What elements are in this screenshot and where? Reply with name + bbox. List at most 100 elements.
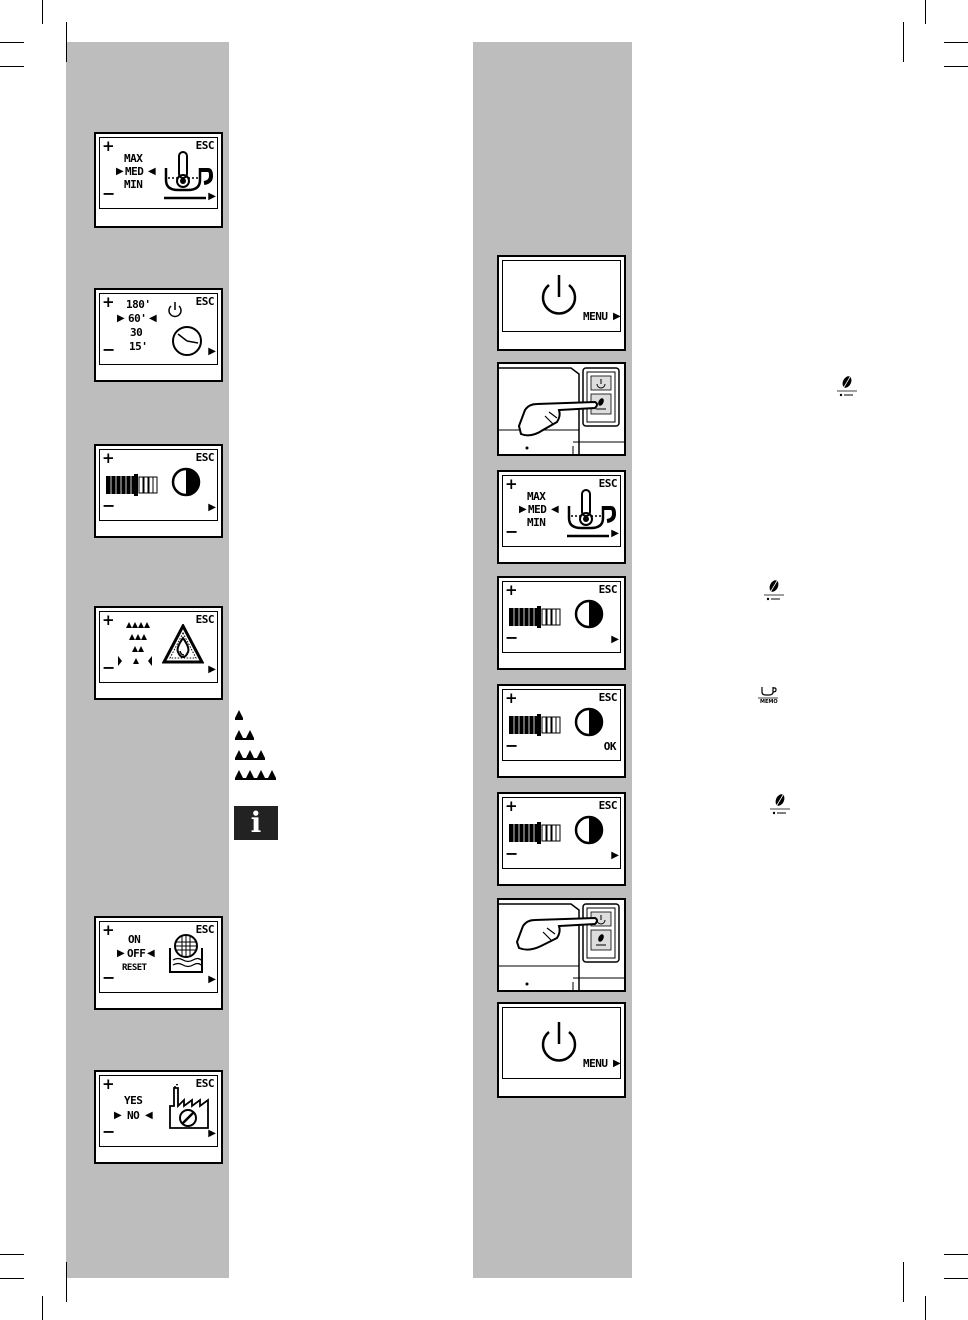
contrast-icon <box>574 707 604 737</box>
option-med: MED <box>125 165 144 178</box>
esc-label: ESC <box>195 923 215 936</box>
display-contrast: + ESC − ▶ <box>497 792 626 886</box>
plus-label: + <box>505 581 518 599</box>
display-water-hardness: + ESC − ▶ <box>94 606 223 700</box>
option-med: MED <box>528 503 547 516</box>
selector-left: ▶ <box>117 313 125 324</box>
plus-label: + <box>102 137 115 155</box>
minus-label: − <box>102 658 116 677</box>
plus-label: + <box>102 921 115 939</box>
selector-right: ◀ <box>149 313 157 324</box>
option-yes: YES <box>124 1094 143 1107</box>
factory-reset-icon <box>169 1084 209 1129</box>
selector-left: ▶ <box>116 166 124 177</box>
display-contrast: + ESC − ▶ <box>94 444 223 538</box>
thermometer-cup-icon <box>164 151 214 200</box>
selector-right: ◀ <box>551 504 559 515</box>
power-icon <box>168 302 182 318</box>
ok-label: OK <box>603 740 617 753</box>
display-auto-off: + ESC 180' ▶ 60' ◀ 30 15' − ▶ <box>94 288 223 382</box>
menu-arrow: ▶ <box>613 311 621 322</box>
minus-label: − <box>505 522 519 541</box>
selector-right: ◀ <box>148 166 156 177</box>
next-arrow: ▶ <box>208 502 216 513</box>
coffee-bean-icon <box>837 376 857 397</box>
selector-left: ▶ <box>519 504 527 515</box>
option-on: ON <box>128 933 141 946</box>
option-off: OFF <box>127 947 146 960</box>
cup-memo-icon: MEMO <box>755 684 781 710</box>
option-15: 15' <box>129 340 148 353</box>
next-arrow: ▶ <box>208 974 216 985</box>
display-temperature: + ESC MAX ▶ MED ◀ MIN − ▶ <box>497 470 626 564</box>
selector-left: ▶ <box>114 1110 122 1121</box>
next-arrow: ▶ <box>611 850 619 861</box>
contrast-bar <box>509 606 561 628</box>
selector-right: ◀ <box>145 1110 153 1121</box>
menu-label: MENU <box>583 1057 608 1070</box>
display-temperature: + ESC MAX MED ▶ ◀ MIN − ▶ <box>94 132 223 228</box>
minus-label: − <box>102 340 116 359</box>
next-arrow: ▶ <box>611 634 619 645</box>
option-60: 60' <box>128 312 147 325</box>
esc-label: ESC <box>195 613 215 626</box>
memo-label: MEMO <box>760 699 778 705</box>
plus-label: + <box>102 449 115 467</box>
selector-right: ◀ <box>147 948 155 959</box>
option-max: MAX <box>527 490 546 503</box>
minus-label: − <box>505 736 519 755</box>
hardness-legend <box>235 710 276 780</box>
contrast-bar <box>509 714 561 736</box>
minus-label: − <box>102 496 116 515</box>
power-icon <box>541 275 577 315</box>
option-max: MAX <box>124 152 143 165</box>
menu-arrow: ▶ <box>613 1058 621 1069</box>
esc-label: ESC <box>195 139 215 152</box>
esc-label: ESC <box>598 477 618 490</box>
selector-left: ▶ <box>117 948 125 959</box>
hand-press-icon <box>499 364 624 454</box>
next-arrow: ▶ <box>208 1128 216 1139</box>
thermometer-cup-icon <box>567 489 617 538</box>
illustration-press-coffee-button <box>497 362 626 456</box>
esc-label: ESC <box>195 1077 215 1090</box>
contrast-icon <box>171 467 201 497</box>
esc-label: ESC <box>598 799 618 812</box>
display-factory-reset: + ESC YES ▶ NO ◀ − ▶ <box>94 1070 223 1164</box>
esc-label: ESC <box>598 691 618 704</box>
cup-icon <box>758 687 778 699</box>
coffee-bean-icon <box>764 580 784 601</box>
plus-label: + <box>505 475 518 493</box>
minus-label: − <box>102 184 116 203</box>
menu-label: MENU <box>583 310 608 323</box>
minus-label: − <box>505 628 519 647</box>
display-filter: + ESC ON ▶ OFF ◀ RESET − ▶ <box>94 916 223 1010</box>
display-contrast: + ESC − ▶ <box>497 576 626 670</box>
esc-label: ESC <box>598 583 618 596</box>
next-arrow: ▶ <box>611 528 619 539</box>
display-standby: MENU ▶ <box>497 1002 626 1098</box>
option-min: MIN <box>527 516 546 529</box>
minus-label: − <box>505 844 519 863</box>
info-icon: i <box>234 806 278 840</box>
esc-label: ESC <box>195 451 215 464</box>
illustration-press-power-button <box>497 898 626 992</box>
option-min: MIN <box>124 178 143 191</box>
power-icon <box>541 1022 577 1062</box>
plus-label: + <box>505 797 518 815</box>
plus-label: + <box>102 1075 115 1093</box>
plus-label: + <box>505 689 518 707</box>
plus-label: + <box>102 293 115 311</box>
display-standby: MENU ▶ <box>497 255 626 351</box>
contrast-bar <box>509 822 561 844</box>
clock-icon <box>172 326 202 356</box>
coffee-bean-icon <box>770 794 790 815</box>
display-contrast-ok: + ESC − OK <box>497 684 626 778</box>
hardness-level-icon <box>118 622 152 666</box>
next-arrow: ▶ <box>208 191 216 202</box>
option-180: 180' <box>126 298 151 311</box>
minus-label: − <box>102 968 116 987</box>
contrast-bar <box>106 474 158 496</box>
hand-press-icon <box>499 900 624 990</box>
option-no: NO <box>127 1109 140 1122</box>
